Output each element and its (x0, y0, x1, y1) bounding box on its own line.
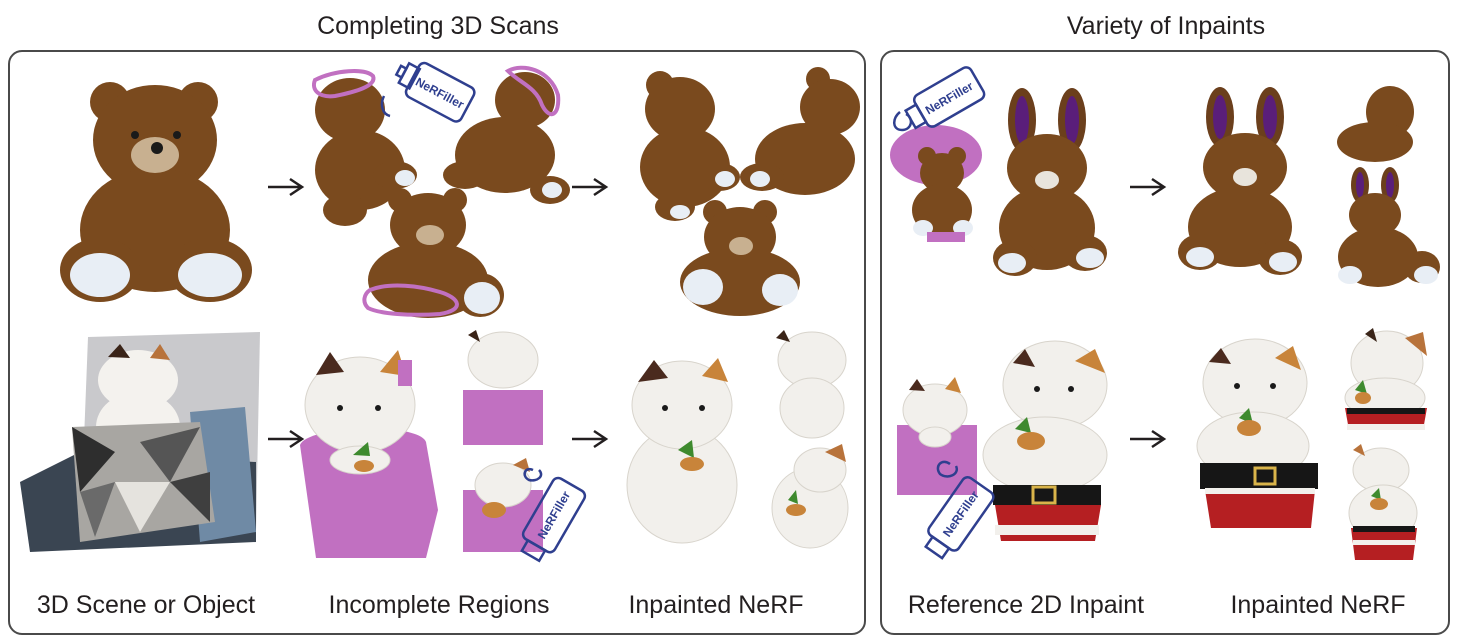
variety-inpaints-panel (880, 50, 1450, 635)
caption-inpainted-nerf-left: Inpainted NeRF (628, 591, 804, 619)
teddy-bear-input (60, 82, 252, 302)
arrow-icon (1130, 177, 1167, 197)
caption-3d-scene: 3D Scene or Object (36, 591, 256, 619)
right-section-title: Variety of Inpaints (1066, 12, 1266, 40)
arrow-icon (1130, 429, 1167, 449)
reference-santa-cat (897, 340, 1108, 541)
arrow-icon (268, 429, 305, 449)
inpainted-bear-views (640, 67, 860, 316)
reference-bunny-bear (912, 88, 1107, 276)
incomplete-cat-views (300, 330, 543, 558)
arrow-icon (572, 429, 609, 449)
completing-scans-panel (8, 50, 866, 635)
can-label: NeRFiller (535, 488, 574, 541)
caption-reference-2d-inpaint: Reference 2D Inpaint (907, 591, 1145, 619)
left-section-title: Completing 3D Scans (317, 12, 559, 40)
inpainted-santa-cat-views (1196, 328, 1427, 560)
incomplete-bear-views (312, 65, 570, 318)
nerfiller-spray-can-icon: NeRFiller (520, 467, 587, 563)
caption-incomplete-regions: Incomplete Regions (328, 591, 550, 619)
cat-scene-input (20, 332, 260, 552)
inpainted-bunny-bear-views (1178, 86, 1440, 287)
arrow-icon (572, 177, 609, 197)
caption-inpainted-nerf-right: Inpainted NeRF (1230, 591, 1406, 619)
nerfiller-spray-can-icon: NeRFiller (380, 61, 476, 123)
nerfiller-spray-can-icon: NeRFiller (923, 460, 995, 560)
arrow-icon (268, 177, 305, 197)
can-label: NeRFiller (940, 488, 982, 539)
inpainted-cat-views (626, 330, 849, 549)
